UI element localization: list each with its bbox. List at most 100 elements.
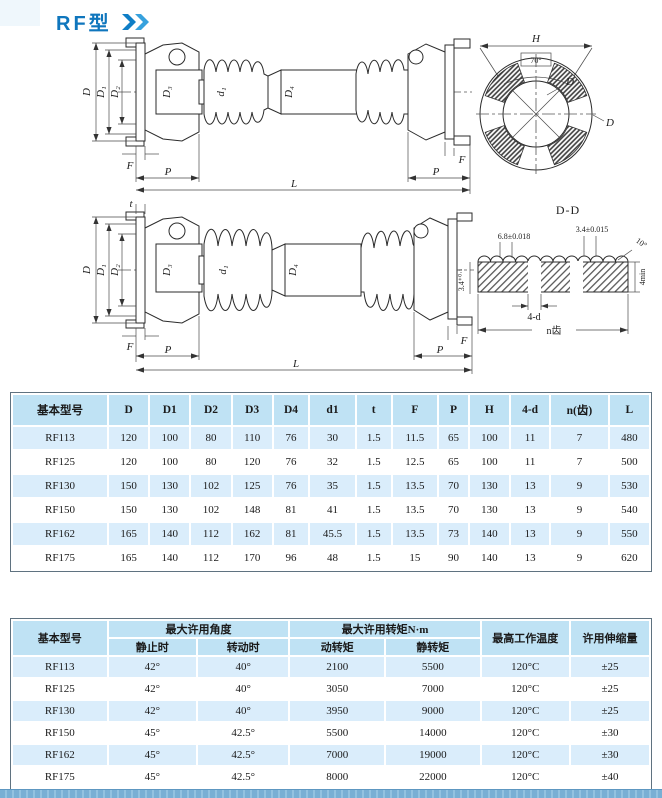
cell: 42.5° (231, 771, 256, 783)
dim-label-P: P (432, 166, 440, 178)
cell: 140 (161, 552, 179, 564)
cell: RF125 (45, 456, 75, 468)
cell: 3950 (290, 701, 385, 721)
cell: 120°C (511, 683, 540, 695)
cell: 150 (120, 504, 137, 516)
flange-tab (125, 319, 145, 329)
step-cone (267, 69, 282, 115)
col-header: H (469, 395, 509, 425)
col-header-temp: 最高工作温度 (481, 621, 569, 655)
dim-label-D4: D₄ (283, 86, 295, 99)
dim-label-D: D (605, 117, 614, 129)
cell: 22000 (419, 771, 447, 783)
cell: 1.5 (366, 504, 381, 516)
tooth-height-dim: 3.4⁺⁰·¹ (457, 268, 466, 291)
cell: 148 (243, 504, 261, 516)
cell: 45° (108, 745, 196, 765)
performance-table: 基本型号 最大许用角度 最大许用转矩N·m 最高工作温度 许用伸缩量 静止时 转… (11, 619, 651, 789)
end-view: 70° H D D (476, 33, 614, 174)
cell: 13.5 (392, 475, 438, 497)
cell: RF175 (45, 552, 75, 564)
cell: 40° (197, 657, 289, 677)
cell: 100 (481, 456, 498, 468)
cell: 620 (621, 552, 638, 564)
cell: 19000 (386, 745, 480, 765)
dimensions-table: 基本型号 D D1 D2 D3 D4 d1 t F P H 4-d n(齿) L… (11, 393, 651, 571)
cell: 165 (109, 523, 149, 545)
cell: 40° (235, 683, 251, 695)
cell: 15 (409, 552, 421, 564)
cell: 80 (191, 427, 231, 449)
col-header: 基本型号 (13, 395, 107, 425)
dim-label-D3: D₃ (161, 86, 173, 99)
cell: ±25 (570, 701, 649, 721)
col-header: D3 (232, 395, 272, 425)
cell: 120 (109, 427, 149, 449)
cell: RF150 (44, 727, 75, 739)
cell: 120°C (511, 771, 540, 783)
cell: 530 (609, 475, 649, 497)
shaft-assembly (118, 211, 474, 329)
left-flange (135, 216, 146, 324)
cell: RF130 (13, 475, 107, 497)
cell: 80 (205, 456, 217, 468)
col-subheader-static-torque: 静转矩 (386, 639, 480, 655)
bolt-hole (528, 261, 541, 293)
cell: 120°C (481, 657, 569, 677)
right-flange (444, 44, 455, 140)
double-chevron-icon (121, 13, 149, 30)
bellows-boot (203, 228, 273, 312)
dimension-lines (92, 42, 471, 194)
cell: ±25 (601, 683, 619, 695)
cell: 70 (447, 504, 459, 516)
cell: RF150 (45, 504, 75, 516)
bellows-boot (203, 59, 269, 125)
col-subheader-rotating-angle: 转动时 (197, 639, 289, 655)
cell: 13 (510, 523, 550, 545)
cell: 65 (439, 427, 468, 449)
cell: 120°C (511, 727, 540, 739)
gear-rim-section (477, 261, 629, 293)
flange-tab (456, 212, 473, 222)
flange-tab (453, 38, 471, 49)
dim-label-d1: d₁ (217, 265, 229, 275)
min-depth-dim: 4min (638, 269, 647, 285)
cell: 140 (150, 523, 190, 545)
cell: 45.5 (310, 523, 355, 545)
hub (155, 69, 203, 115)
cell: 13 (510, 475, 550, 497)
cell: 30 (310, 427, 355, 449)
cell: 13.5 (392, 523, 438, 545)
cell: 42.5° (231, 727, 256, 739)
cell: 76 (285, 456, 297, 468)
dim-label-D3: D₃ (161, 264, 173, 277)
cell: 130 (150, 475, 190, 497)
cell: 45° (144, 727, 160, 739)
cell: 550 (609, 523, 649, 545)
cell: ±30 (601, 727, 619, 739)
dim-label-P: P (164, 166, 172, 178)
cell: 162 (232, 523, 272, 545)
cell: 130 (469, 475, 509, 497)
cell: 480 (609, 427, 649, 449)
col-subheader-static-angle: 静止时 (108, 639, 196, 655)
header-row-groups: 基本型号 最大许用角度 最大许用转矩N·m 最高工作温度 许用伸缩量 (13, 621, 649, 655)
cell: 130 (161, 504, 179, 516)
cell: 81 (285, 504, 297, 516)
cell: 13 (524, 504, 536, 516)
section-title: D-D (556, 203, 580, 217)
cell: 45° (144, 771, 160, 783)
cell: 3050 (326, 683, 349, 695)
dim-label-d1: d₁ (215, 87, 227, 97)
cell: 9 (551, 523, 608, 545)
cell: 11 (510, 427, 550, 449)
bellows-boot (355, 59, 409, 125)
dimension-lines (92, 204, 473, 374)
dim-label-P: P (164, 344, 172, 356)
dim-label-L: L (292, 358, 299, 370)
cell: 32 (327, 456, 338, 468)
dimension-labels: t D D₁ D₂ D₃ d₁ D₄ F P F P L (81, 198, 468, 370)
col-header: D (109, 395, 149, 425)
